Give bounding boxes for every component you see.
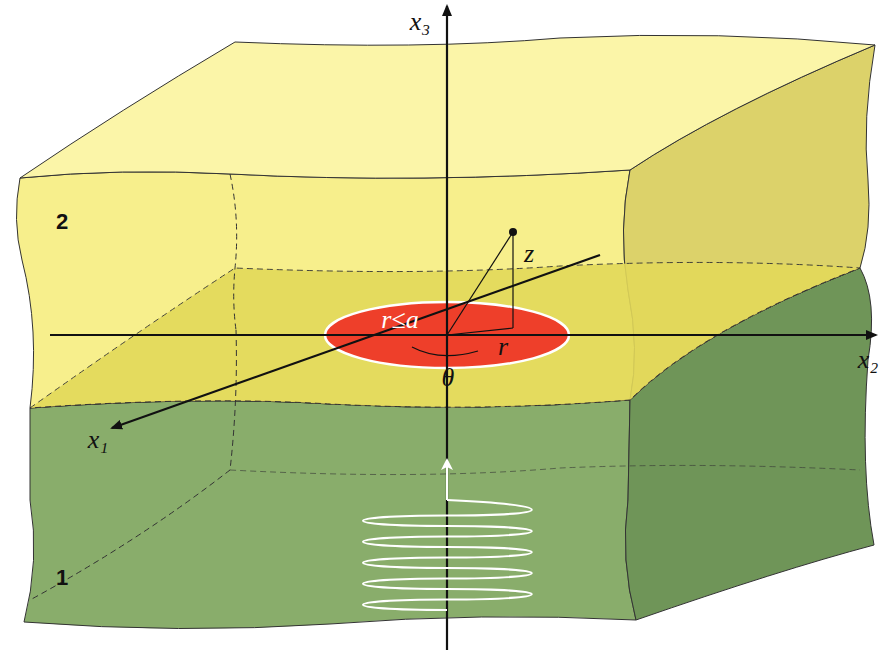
coordinate-label: z [524, 241, 534, 267]
axis-label: x₃ [410, 9, 431, 35]
medium-number: 2 [56, 211, 68, 233]
axis-label: x₂ [858, 347, 879, 373]
crack-disk: r≤a [345, 300, 455, 340]
axis-label: x₁ [88, 427, 109, 453]
disk-label: r≤a [381, 305, 418, 335]
coordinate-label: r [498, 334, 508, 360]
medium-number: 1 [56, 567, 68, 589]
angle-label: θ [442, 365, 455, 391]
